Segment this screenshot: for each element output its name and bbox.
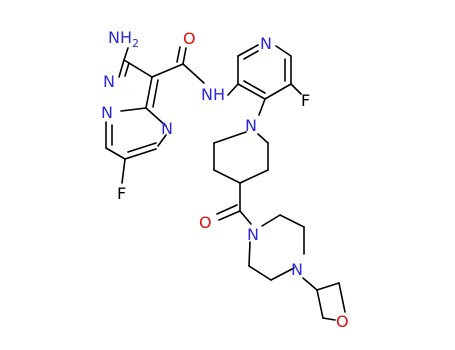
piperidine-ring xyxy=(213,131,269,184)
oxetane-oxygen-label: O xyxy=(336,312,349,331)
amino-bond xyxy=(123,47,129,61)
pyridine-n-label: N xyxy=(260,34,272,53)
carbonyl-link xyxy=(216,182,252,225)
carbonyl-oxygen-label: O xyxy=(199,213,212,232)
amide-oxygen-label: O xyxy=(183,29,196,48)
pyridine-ring xyxy=(237,44,302,116)
piperazine-n-top-label: N xyxy=(247,225,259,244)
pyrazole-ring xyxy=(118,59,159,112)
amide-nh-label: NH xyxy=(201,85,225,104)
piperazine-n-bottom-label: N xyxy=(291,260,303,279)
piperidine-n-label: N xyxy=(245,116,257,135)
oxetane-ring xyxy=(316,282,346,321)
amide-linker xyxy=(151,46,239,96)
amino-group-label: NH2 xyxy=(108,28,139,50)
pyrimidine-n-label: N xyxy=(161,119,173,138)
bridgehead-n-label: N xyxy=(101,103,113,122)
pyridine-fluorine-label: F xyxy=(301,91,310,110)
pyrazole-n-label: N xyxy=(103,72,115,91)
pyrimidine-fluorine-label: F xyxy=(117,184,126,203)
piperazine-ring xyxy=(248,214,318,291)
pyrimidine-ring xyxy=(105,107,167,184)
